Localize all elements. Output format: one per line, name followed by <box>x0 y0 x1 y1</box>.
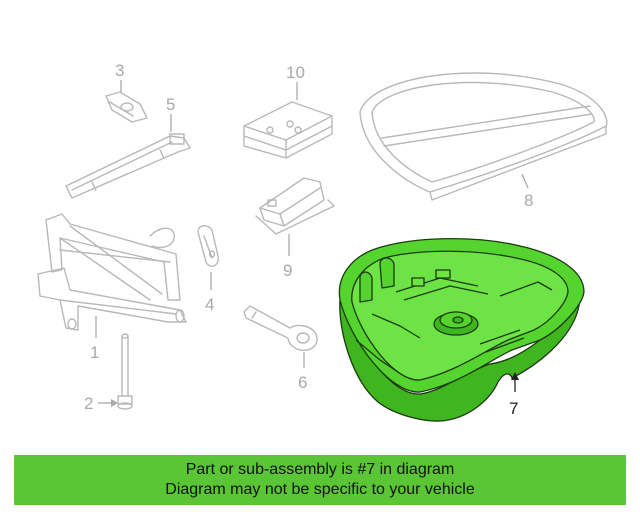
callout-10: 10 <box>286 63 305 100</box>
part-6-wrench[interactable] <box>243 305 318 351</box>
callout-6: 6 <box>298 352 307 392</box>
callout-1: 1 <box>90 316 99 362</box>
part-5-jack-rod[interactable] <box>65 133 191 199</box>
part-3-bracket[interactable] <box>105 91 148 123</box>
callout-5: 5 <box>166 95 175 132</box>
banner-line-1: Part or sub-assembly is #7 in diagram <box>185 461 455 478</box>
part-8-cover[interactable] <box>359 72 608 201</box>
callout-7: 7 <box>509 372 519 418</box>
callout-6-label: 6 <box>298 373 307 392</box>
callout-7-label: 7 <box>509 399 518 418</box>
part-10-box[interactable] <box>243 101 333 159</box>
callout-3-label: 3 <box>115 61 124 80</box>
callout-2: 2 <box>84 394 118 413</box>
callout-5-label: 5 <box>166 95 175 114</box>
part-4-clip[interactable] <box>197 225 219 267</box>
part-1-jack[interactable] <box>37 213 187 331</box>
callout-4: 4 <box>205 272 214 314</box>
callout-3: 3 <box>115 61 124 92</box>
callout-9: 9 <box>283 234 292 280</box>
callout-8-label: 8 <box>524 191 533 210</box>
parts-diagram: 3 5 10 8 <box>37 61 608 422</box>
part-2-bolt[interactable] <box>117 333 133 410</box>
callout-9-label: 9 <box>283 261 292 280</box>
banner-line-2: Diagram may not be specific to your vehi… <box>165 481 475 498</box>
callout-4-label: 4 <box>205 295 214 314</box>
part-9-holder[interactable] <box>255 177 335 235</box>
part-7-tray[interactable] <box>338 237 585 422</box>
callout-8: 8 <box>521 173 533 210</box>
callout-10-label: 10 <box>286 63 305 82</box>
info-banner: Part or sub-assembly is #7 in diagram Di… <box>14 455 626 505</box>
callout-2-label: 2 <box>84 394 93 413</box>
callout-1-label: 1 <box>90 343 99 362</box>
